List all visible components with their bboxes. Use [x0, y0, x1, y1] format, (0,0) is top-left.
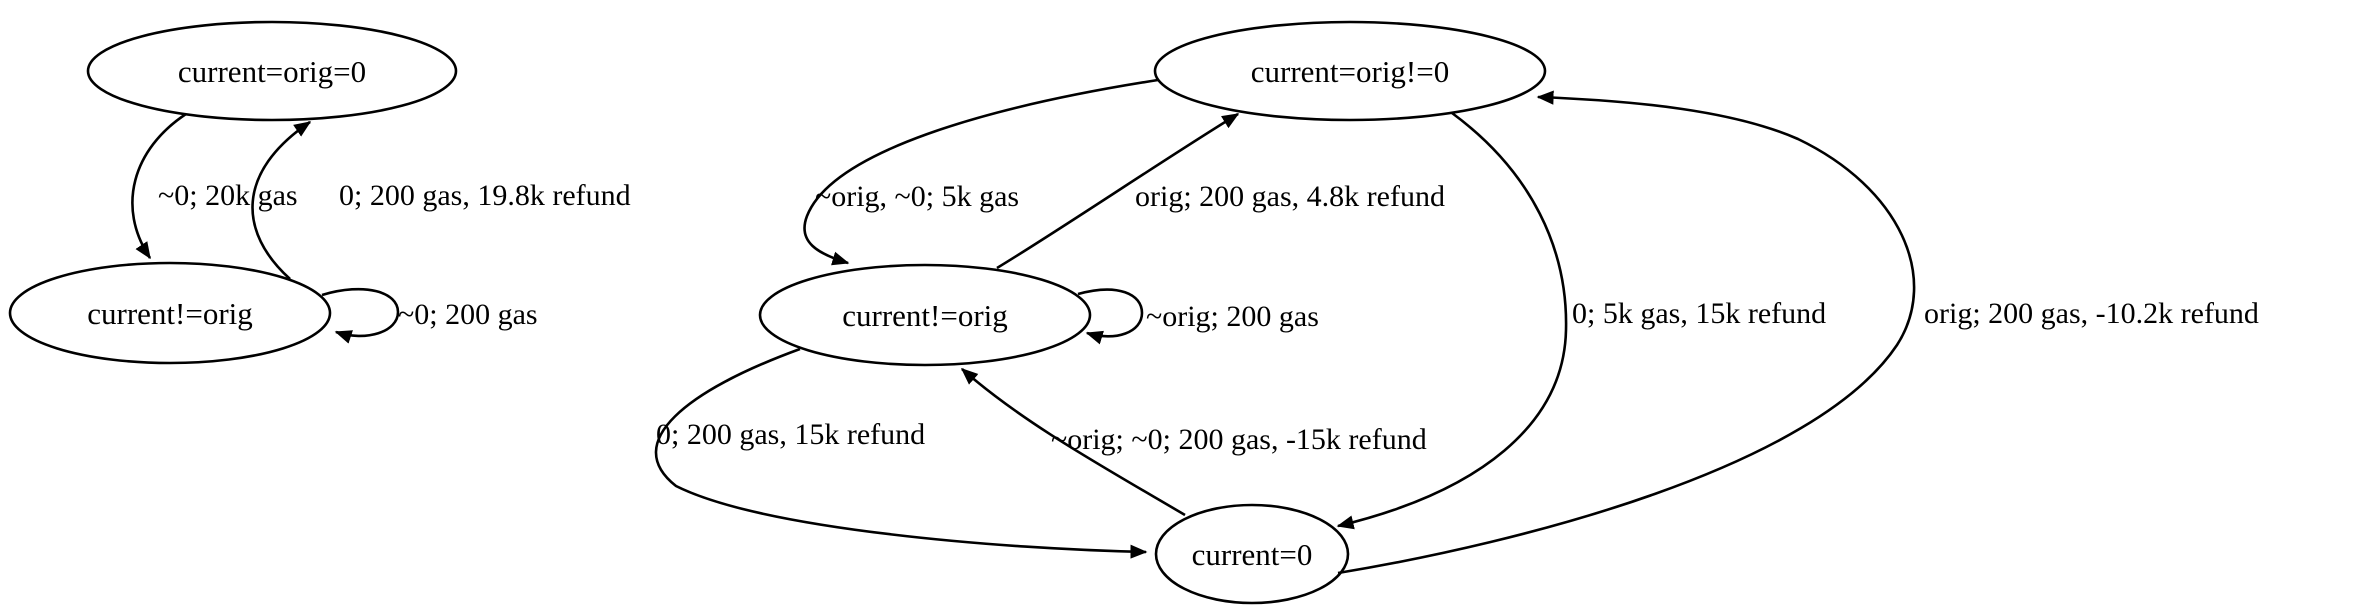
node-current-neq-orig-right — [758, 263, 1092, 367]
edge-restore-orig — [996, 112, 1240, 270]
edge-restore-orig-label: orig; 200 gas, 4.8k refund — [1135, 180, 1445, 213]
edge-delete-slot-label: 0; 5k gas, 15k refund — [1572, 297, 1826, 330]
right-graph: current=orig!=0 current!=orig current=0 … — [654, 20, 2259, 605]
edge-set-nonzero-from-zero-label: ~0; 20k gas — [158, 179, 298, 212]
edge-self-loop-right — [1077, 288, 1144, 345]
edge-write-other-value-label: ~orig, ~0; 5k gas — [815, 180, 1019, 213]
edge-zero-out-label: 0; 200 gas, 15k refund — [656, 418, 925, 451]
edge-restore-orig-from-zero — [1337, 90, 1916, 575]
node-current-neq-orig-right-label: current!=orig — [842, 298, 1008, 333]
edge-delete-slot — [1336, 111, 1568, 530]
edge-self-loop-left-label: ~0; 200 gas — [398, 298, 538, 331]
edge-unzero — [960, 368, 1186, 517]
node-current-neq-orig-left-label: current!=orig — [87, 296, 253, 331]
edge-self-loop-right-label: ~orig; 200 gas — [1146, 300, 1319, 333]
node-current-orig-nonzero-label: current=orig!=0 — [1251, 54, 1450, 89]
node-current-zero-label: current=0 — [1192, 537, 1313, 572]
node-current-neq-orig-left — [8, 261, 332, 365]
edge-self-loop-left — [321, 287, 400, 344]
edge-unzero-label: ~orig; ~0; 200 gas, -15k refund — [1051, 423, 1427, 456]
node-current-orig-0-label: current=orig=0 — [178, 54, 366, 89]
node-current-zero — [1154, 503, 1350, 605]
left-graph: current=orig=0 current!=orig ~0; 20k gas… — [8, 20, 631, 365]
edge-zero-out — [654, 347, 1148, 559]
edge-reset-to-zero — [251, 120, 312, 280]
edge-restore-orig-from-zero-label: orig; 200 gas, -10.2k refund — [1924, 297, 2259, 330]
node-current-orig-0 — [86, 20, 458, 122]
edge-reset-to-zero-label: 0; 200 gas, 19.8k refund — [339, 179, 631, 212]
edge-set-nonzero-from-zero — [131, 112, 187, 260]
edge-write-other-value — [803, 78, 1159, 266]
node-current-orig-nonzero — [1153, 20, 1547, 122]
